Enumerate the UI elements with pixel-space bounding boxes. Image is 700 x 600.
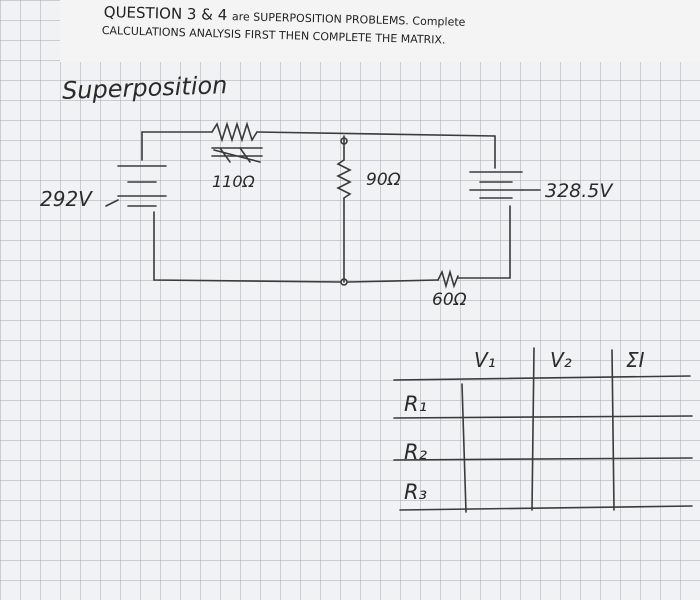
wire-bottom-left: [153, 211, 341, 283]
matrix-row-r2: R₂: [404, 440, 428, 464]
matrix-row-r3: R₃: [404, 480, 428, 504]
matrix-row-line-1: [393, 415, 693, 419]
matrix-column-v1: V₁: [474, 348, 496, 372]
wire-top-right: [256, 131, 496, 137]
resistor-bottom-label: 60Ω: [432, 290, 467, 310]
wire-bottom-middle: [347, 279, 439, 283]
scribble-mark: [211, 147, 263, 163]
matrix-row-r1: R₁: [404, 392, 428, 416]
source-left-label: 292V: [40, 187, 92, 211]
lead-292v: [105, 199, 119, 207]
printed-header-strip: [60, 0, 700, 62]
matrix-row-line-3: [399, 505, 693, 511]
matrix-col-line-1: [461, 383, 467, 513]
node-bottom: [340, 278, 348, 286]
resistor-110-zigzag: [211, 121, 258, 143]
matrix-column-v2: V₂: [550, 348, 572, 372]
matrix-col-line-3: [611, 349, 615, 511]
matrix-row-line-2: [393, 457, 693, 461]
source-right-label: 328.5V: [545, 180, 613, 202]
resistor-middle-label: 90Ω: [366, 170, 401, 190]
node-top: [340, 137, 348, 145]
resistor-top-label: 110Ω: [212, 172, 255, 191]
wire-bottom-right: [457, 205, 511, 279]
resistor-60-zigzag: [437, 269, 459, 289]
resistor-90-zigzag: [336, 159, 352, 199]
matrix-column-sum-current: ΣI: [626, 348, 645, 372]
matrix-header-line: [393, 375, 691, 381]
matrix-col-line-2: [531, 347, 535, 511]
